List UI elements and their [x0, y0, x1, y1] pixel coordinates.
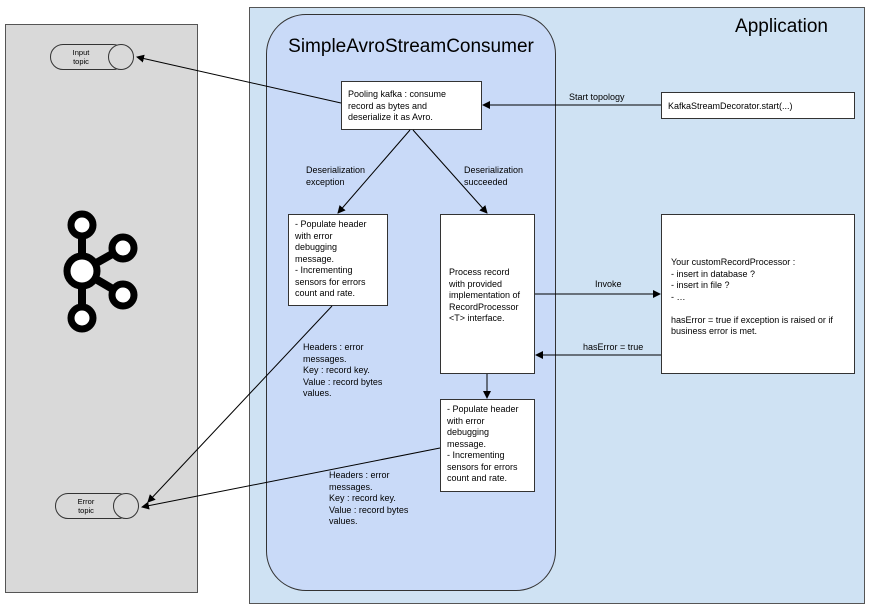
deserialization-exception-label: Deserialization exception: [306, 165, 366, 187]
consumer-title: SimpleAvroStreamConsumer: [288, 36, 534, 57]
process-record-box: Process record with provided implementat…: [440, 214, 535, 374]
arrow-deser-error-to-error-topic: [147, 305, 333, 503]
pooling-kafka-box: Pooling kafka : consume record as bytes …: [341, 81, 482, 130]
arrow-process-error-to-error-topic: [141, 447, 441, 510]
arrow-deserialization-succeeded: [412, 129, 488, 214]
invoke-label: Invoke: [595, 279, 622, 289]
has-error-label: hasError = true: [583, 342, 644, 352]
custom-record-processor-box: Your customRecordProcessor : - insert in…: [661, 214, 855, 374]
arrow-pooling-to-input-topic: [136, 54, 342, 104]
headers-label-deserialization: Headers : error messages. Key : record k…: [303, 342, 383, 398]
start-topology-label: Start topology: [569, 92, 625, 102]
deserialization-error-box: - Populate header with error debugging m…: [288, 214, 388, 306]
headers-label-processing: Headers : error messages. Key : record k…: [329, 470, 409, 526]
arrow-deserialization-exception: [337, 129, 411, 214]
kafka-stream-decorator-box: KafkaStreamDecorator.start(...): [661, 92, 855, 119]
input-topic-cylinder: Input topic: [50, 44, 136, 70]
kafka-logo-icon: [63, 210, 138, 333]
error-topic-cap: [113, 493, 139, 519]
application-title: Application: [735, 16, 828, 37]
error-topic-cylinder: Error topic: [55, 493, 141, 519]
deserialization-succeeded-label: Deserialization succeeded: [464, 165, 524, 187]
processing-error-box: - Populate header with error debugging m…: [440, 399, 535, 492]
input-topic-cap: [108, 44, 134, 70]
